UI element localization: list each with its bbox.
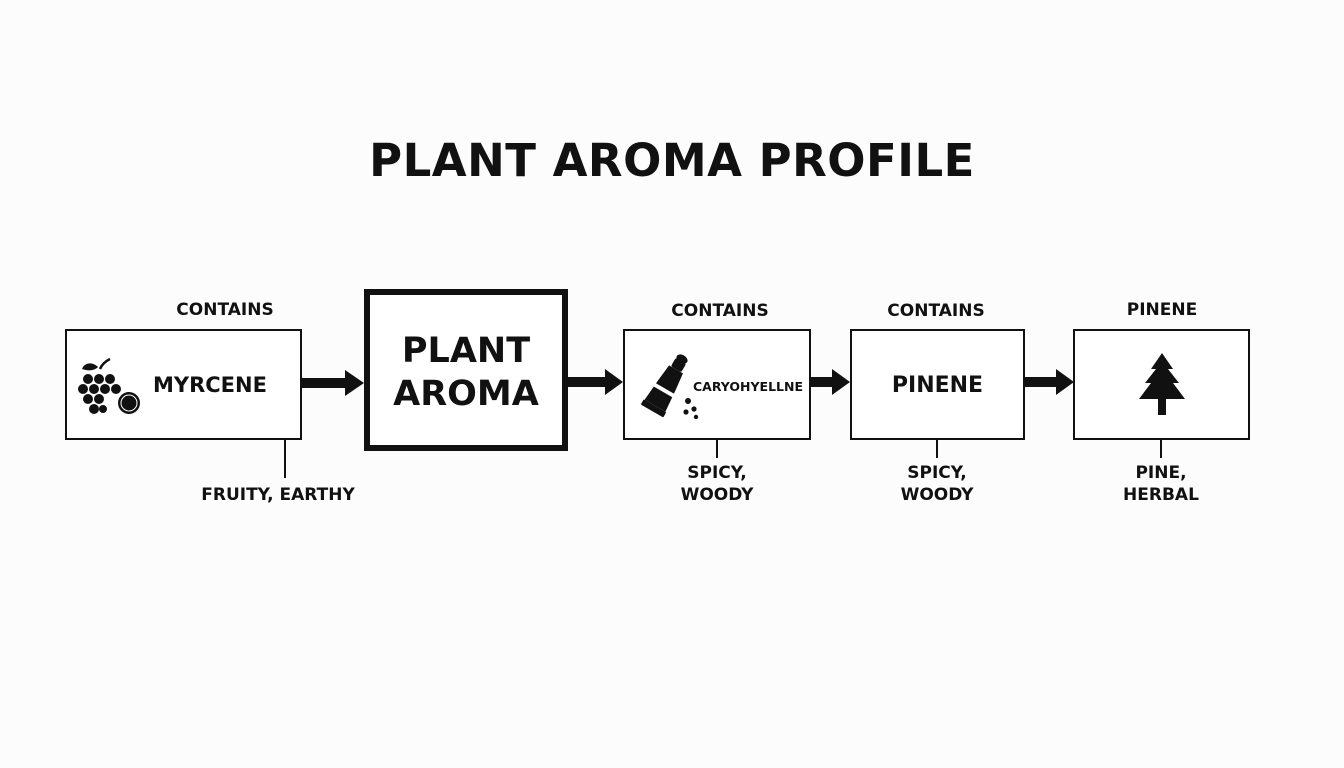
- pine-tree-node: [1073, 329, 1250, 440]
- pinene-contains-label: CONTAINS: [887, 301, 985, 321]
- caryophyllene-connector-line: [716, 440, 718, 458]
- pine-tree-connector-line: [1160, 440, 1162, 458]
- plant-aroma-label-line1: PLANT: [401, 331, 531, 371]
- pepper-grinder-icon: [641, 354, 699, 420]
- myrcene-connector-line: [284, 440, 286, 478]
- arrow-pinene-to-pine-tree: [1024, 369, 1074, 395]
- arrow-myrcene-to-plant-aroma: [302, 370, 364, 396]
- myrcene-contains-label: CONTAINS: [176, 300, 274, 320]
- pinene-aroma-label: SPICY, WOODY: [900, 463, 974, 505]
- arrow-plant-aroma-to-caryophyllene: [567, 369, 623, 395]
- arrow-caryophyllene-to-pinene: [810, 369, 850, 395]
- diagram-title: PLANT AROMA PROFILE: [369, 134, 975, 187]
- pinene-name: PINENE: [891, 373, 984, 398]
- myrcene-aroma-label: FRUITY, EARTHY: [201, 485, 355, 505]
- caryophyllene-contains-label: CONTAINS: [671, 301, 769, 321]
- plant-aroma-label-line2: AROMA: [393, 374, 539, 414]
- pine-tree-node-label: PINENE: [1126, 300, 1198, 320]
- pine-tree-icon: [1139, 353, 1185, 415]
- myrcene-name: MYRCENE: [153, 373, 267, 397]
- plant-aroma-node: PLANT AROMA: [364, 289, 568, 451]
- pinene-connector-line: [936, 440, 938, 458]
- myrcene-node: MYRCENE: [65, 329, 302, 440]
- pine-tree-aroma-label: PINE, HERBAL: [1123, 463, 1199, 505]
- caryophyllene-name: CARYOHYELLNE: [693, 379, 804, 394]
- caryophyllene-node: CARYOHYELLNE: [623, 329, 811, 440]
- caryophyllene-aroma-label: SPICY, WOODY: [680, 463, 754, 505]
- pinene-node: PINENE: [850, 329, 1025, 440]
- fruit-cluster-icon: [78, 357, 140, 414]
